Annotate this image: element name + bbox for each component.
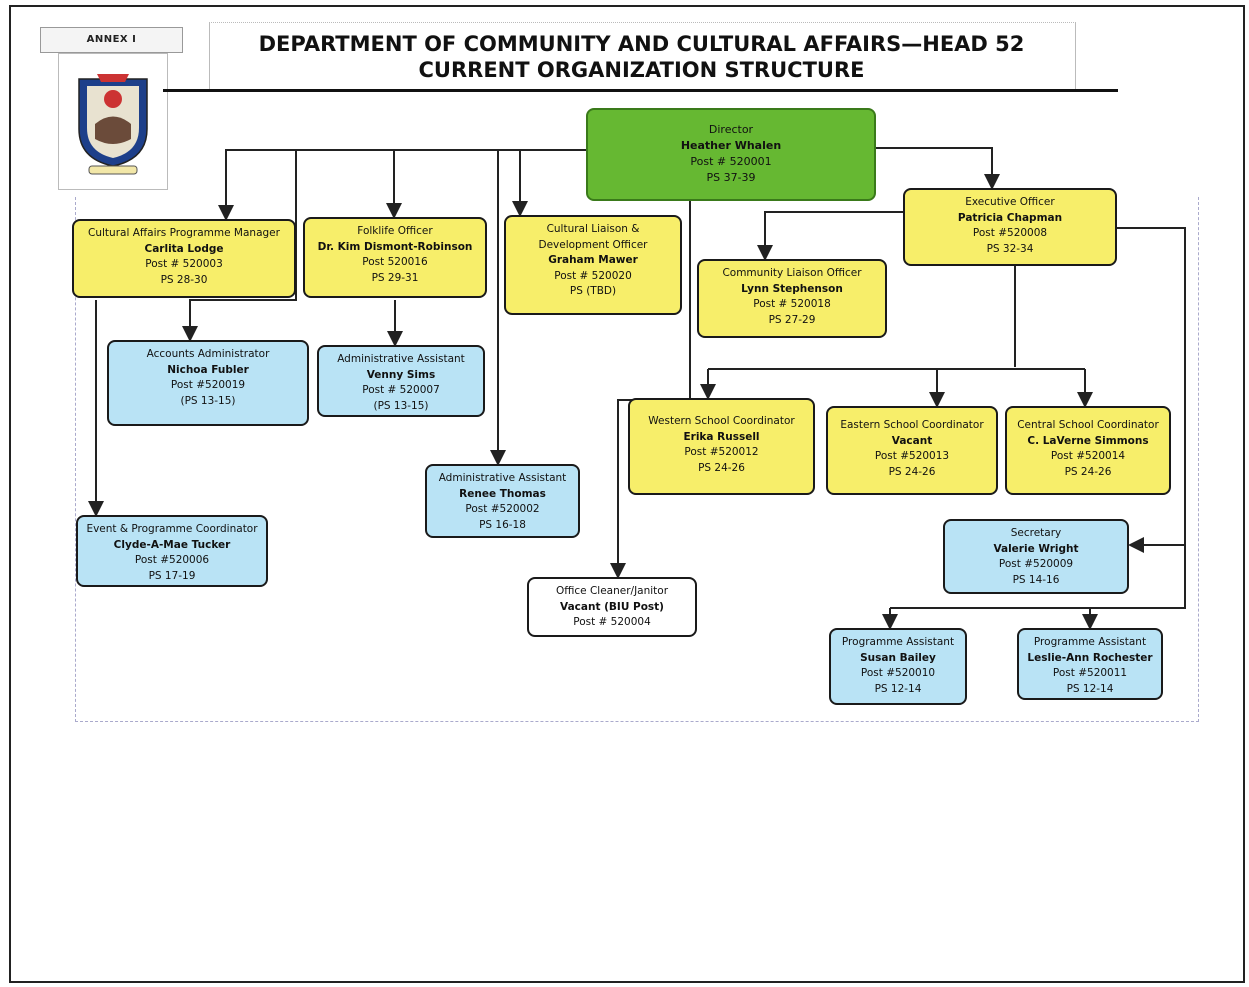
liaison-dev-box: Cultural Liaison & Development Officer G…: [504, 215, 682, 315]
director-ps: PS 37-39: [706, 171, 756, 184]
programme-assistant-1-role: Programme Assistant: [841, 636, 955, 648]
programme-assistant-2-name: Leslie-Ann Rochester: [1027, 651, 1153, 664]
eastern-coordinator-post: Post #520013: [874, 450, 950, 462]
exec-officer-name: Patricia Chapman: [957, 211, 1063, 224]
folklife-box: Folklife Officer Dr. Kim Dismont-Robinso…: [303, 217, 487, 298]
programme-assistant-2-post: Post #520011: [1052, 667, 1128, 679]
central-coordinator-box: Central School Coordinator C. LaVerne Si…: [1005, 406, 1171, 495]
title-divider: [163, 89, 1118, 92]
cultural-manager-role: Cultural Affairs Programme Manager: [88, 227, 280, 239]
liaison-dev-name: Graham Mawer: [548, 254, 638, 266]
event-coordinator-post: Post #520006: [134, 554, 210, 566]
central-coordinator-name: C. LaVerne Simmons: [1027, 434, 1149, 447]
exec-officer-ps: PS 32-34: [986, 242, 1034, 255]
crest-frame: [58, 53, 168, 190]
director-box: Director Heather Whalen Post # 520001 PS…: [586, 108, 876, 201]
western-coordinator-ps: PS 24-26: [698, 461, 745, 474]
liaison-dev-role-2: Development Officer: [538, 238, 648, 251]
director-name: Heather Whalen: [680, 139, 782, 152]
folklife-name: Dr. Kim Dismont-Robinson: [317, 240, 473, 253]
annex-label: ANNEX I: [40, 27, 183, 53]
cultural-manager-box: Cultural Affairs Programme Manager Carli…: [72, 219, 296, 298]
admin-assistant-1-ps: (PS 13-15): [373, 399, 429, 412]
central-coordinator-role: Central School Coordinator: [1017, 419, 1159, 431]
community-liaison-role: Community Liaison Officer: [722, 267, 862, 279]
page-subtitle: CURRENT ORGANIZATION STRUCTURE: [418, 58, 865, 82]
admin-assistant-2-post: Post #520002: [465, 503, 540, 515]
western-coordinator-role: Western School Coordinator: [648, 415, 795, 427]
folklife-ps: PS 29-31: [371, 271, 419, 284]
programme-assistant-1-post: Post #520010: [860, 667, 936, 679]
eastern-coordinator-ps: PS 24-26: [888, 465, 936, 478]
admin-assistant-2-box: Administrative Assistant Renee Thomas Po…: [425, 464, 580, 538]
programme-assistant-2-box: Programme Assistant Leslie-Ann Rochester…: [1017, 628, 1163, 700]
cleaner-role: Office Cleaner/Janitor: [555, 585, 669, 597]
western-coordinator-post: Post #520012: [684, 446, 759, 458]
secretary-post: Post #520009: [998, 558, 1074, 570]
community-liaison-post: Post # 520018: [753, 298, 831, 310]
admin-assistant-1-role: Administrative Assistant: [337, 353, 465, 365]
western-coordinator-name: Erika Russell: [683, 430, 760, 443]
accounts-admin-ps: (PS 13-15): [180, 394, 236, 407]
cleaner-box: Office Cleaner/Janitor Vacant (BIU Post)…: [527, 577, 697, 637]
secretary-box: Secretary Valerie Wright Post #520009 PS…: [943, 519, 1129, 594]
admin-assistant-2-role: Administrative Assistant: [438, 472, 567, 484]
admin-assistant-1-name: Venny Sims: [366, 368, 436, 381]
cultural-manager-ps: PS 28-30: [160, 273, 208, 286]
western-coordinator-box: Western School Coordinator Erika Russell…: [628, 398, 815, 495]
secretary-role: Secretary: [1010, 527, 1062, 539]
programme-assistant-2-ps: PS 12-14: [1066, 682, 1114, 695]
programme-assistant-1-name: Susan Bailey: [860, 651, 936, 664]
liaison-dev-ps: PS (TBD): [569, 285, 617, 297]
eastern-coordinator-role: Eastern School Coordinator: [840, 419, 984, 431]
central-coordinator-ps: PS 24-26: [1064, 465, 1112, 478]
cleaner-name: Vacant (BIU Post): [560, 600, 664, 613]
admin-assistant-1-post: Post # 520007: [362, 384, 440, 396]
coat-of-arms-icon: [78, 74, 148, 175]
director-role: Director: [708, 123, 754, 136]
eastern-coordinator-box: Eastern School Coordinator Vacant Post #…: [826, 406, 998, 495]
folklife-role: Folklife Officer: [357, 225, 433, 237]
exec-officer-role: Executive Officer: [965, 196, 1055, 208]
admin-assistant-2-name: Renee Thomas: [459, 487, 546, 500]
liaison-dev-role-1: Cultural Liaison &: [546, 223, 640, 235]
accounts-admin-post: Post #520019: [170, 379, 246, 391]
admin-assistant-1-box: Administrative Assistant Venny Sims Post…: [317, 345, 485, 417]
exec-officer-box: Executive Officer Patricia Chapman Post …: [903, 188, 1117, 266]
event-coordinator-role: Event & Programme Coordinator: [86, 523, 258, 535]
accounts-admin-role: Accounts Administrator: [146, 348, 270, 360]
eastern-coordinator-name: Vacant: [891, 434, 933, 447]
cultural-manager-name: Carlita Lodge: [144, 242, 224, 255]
cleaner-post: Post # 520004: [573, 616, 651, 628]
page-frame: [9, 5, 1245, 983]
chart-frame: [75, 197, 1199, 722]
community-liaison-ps: PS 27-29: [768, 313, 816, 326]
title-frame: [209, 22, 1076, 89]
central-coordinator-post: Post #520014: [1050, 450, 1126, 462]
accounts-admin-name: Nichoa Fubler: [167, 363, 249, 376]
secretary-ps: PS 14-16: [1012, 573, 1060, 586]
page-title: DEPARTMENT OF COMMUNITY AND CULTURAL AFF…: [258, 32, 1025, 56]
cultural-manager-post: Post # 520003: [145, 258, 223, 270]
event-coordinator-ps: PS 17-19: [148, 569, 196, 582]
event-coordinator-box: Event & Programme Coordinator Clyde-A-Ma…: [76, 515, 268, 587]
community-liaison-name: Lynn Stephenson: [741, 282, 843, 295]
programme-assistant-2-role: Programme Assistant: [1033, 636, 1147, 648]
folklife-post: Post 520016: [362, 256, 428, 268]
programme-assistant-1-ps: PS 12-14: [874, 682, 922, 695]
community-liaison-box: Community Liaison Officer Lynn Stephenso…: [697, 259, 887, 338]
secretary-name: Valerie Wright: [993, 542, 1079, 555]
accounts-admin-box: Accounts Administrator Nichoa Fubler Pos…: [107, 340, 309, 426]
exec-officer-post: Post #520008: [972, 227, 1048, 239]
event-coordinator-name: Clyde-A-Mae Tucker: [113, 538, 231, 551]
liaison-dev-post: Post # 520020: [554, 269, 632, 282]
programme-assistant-1-box: Programme Assistant Susan Bailey Post #5…: [829, 628, 967, 705]
director-post: Post # 520001: [690, 155, 772, 168]
admin-assistant-2-ps: PS 16-18: [479, 518, 526, 531]
